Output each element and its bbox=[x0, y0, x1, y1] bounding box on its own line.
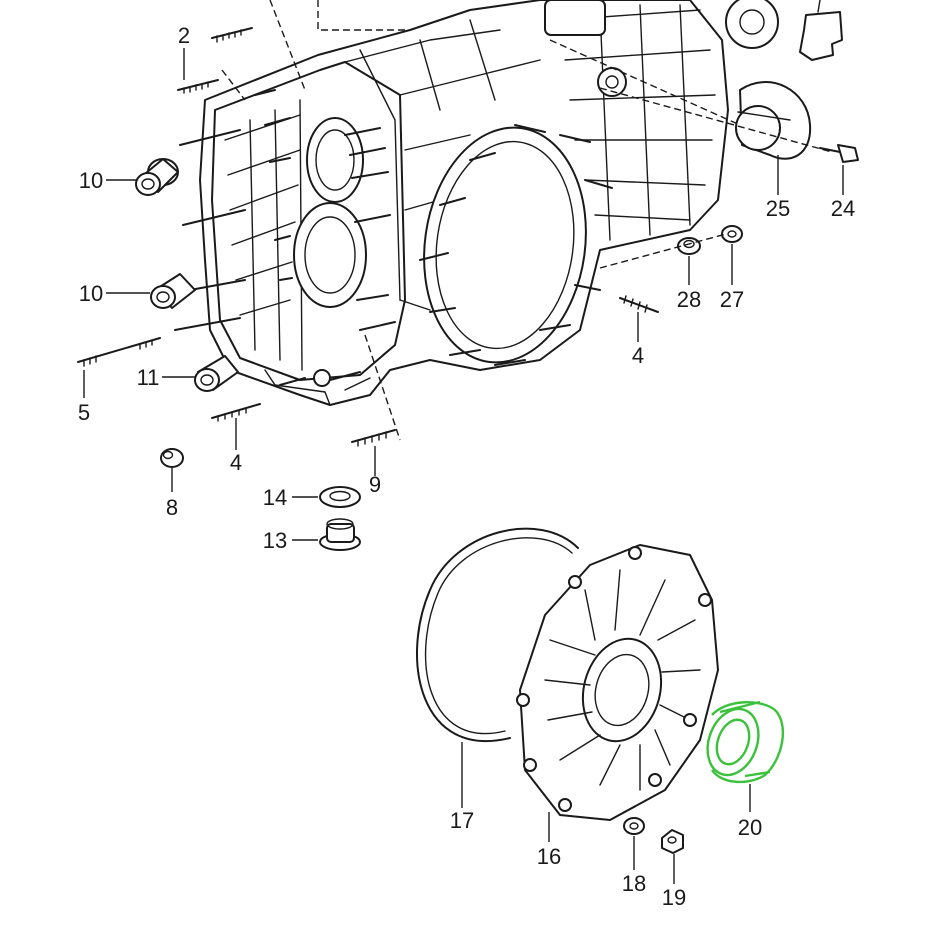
part-2-stud bbox=[177, 79, 219, 94]
part-17-o-ring bbox=[416, 527, 579, 742]
leader-lines bbox=[83, 48, 844, 884]
callout-11: 11 bbox=[137, 365, 160, 390]
part-clip-bracket bbox=[799, 0, 843, 61]
callout-20: 20 bbox=[738, 815, 762, 840]
part-5-long-stud bbox=[77, 337, 161, 367]
part-13-plug bbox=[319, 518, 361, 551]
assembly-lines bbox=[221, 0, 833, 441]
part-10-bushing-lower bbox=[150, 273, 196, 309]
callout-2: 2 bbox=[178, 23, 190, 48]
part-24-bolt bbox=[819, 144, 859, 163]
callout-10-upper: 10 bbox=[79, 168, 103, 193]
callout-8: 8 bbox=[166, 495, 178, 520]
callout-13: 13 bbox=[263, 528, 287, 553]
part-2-stud-top bbox=[211, 27, 253, 43]
part-18-washer bbox=[623, 817, 645, 835]
callout-18: 18 bbox=[622, 871, 646, 896]
part-11-bushing bbox=[194, 355, 239, 392]
part-16-rear-cover bbox=[516, 544, 719, 821]
part-10-bushing-upper bbox=[135, 158, 179, 196]
part-4-stud-right bbox=[619, 295, 659, 313]
part-19-nut bbox=[661, 829, 684, 854]
callout-19: 19 bbox=[662, 885, 686, 910]
part-9-stud bbox=[351, 429, 396, 447]
callout-10-lower: 10 bbox=[79, 281, 103, 306]
callout-4-right: 4 bbox=[632, 343, 644, 368]
callout-14: 14 bbox=[263, 485, 287, 510]
callout-28: 28 bbox=[677, 287, 701, 312]
part-25-cover bbox=[735, 81, 812, 160]
housing-studs bbox=[174, 89, 613, 386]
part-4-stud-left bbox=[211, 403, 261, 422]
part-20-shaft-seal bbox=[706, 700, 785, 784]
callout-17: 17 bbox=[450, 808, 474, 833]
callout-9: 9 bbox=[369, 472, 381, 497]
callout-16: 16 bbox=[537, 844, 561, 869]
part-14-seal-washer bbox=[319, 486, 361, 508]
callout-labels: 2 10 10 11 5 4 4 8 9 14 13 25 24 28 27 1… bbox=[78, 23, 855, 910]
callout-24: 24 bbox=[831, 196, 855, 221]
callout-25: 25 bbox=[766, 196, 790, 221]
part-8-sleeve bbox=[160, 448, 184, 468]
callout-4-left: 4 bbox=[230, 450, 242, 475]
transmission-housing bbox=[199, 0, 729, 406]
part-27-washer bbox=[721, 225, 743, 243]
part-seal-ring-top bbox=[725, 0, 779, 49]
callout-27: 27 bbox=[720, 287, 744, 312]
callout-5: 5 bbox=[78, 400, 90, 425]
part-28-nut bbox=[677, 237, 701, 255]
